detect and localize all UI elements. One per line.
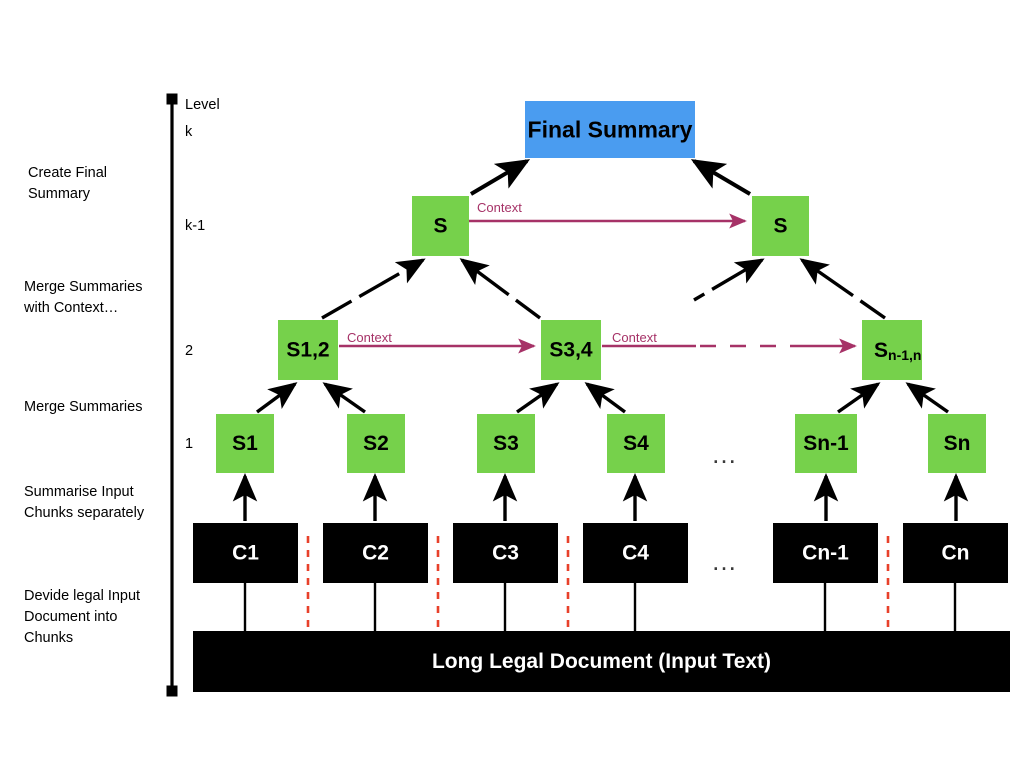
document-bar-label: Long Legal Document (Input Text) [432,650,771,673]
node-label-s4: S4 [623,432,649,455]
chunk-node-cn-1[interactable]: Cn-1 [773,523,878,583]
node-box-sn[interactable] [928,414,986,473]
node-box-c3[interactable] [453,523,558,583]
level-1-node-sn[interactable]: Sn [928,414,986,473]
node-box-s-right[interactable] [752,196,809,256]
node-box-s2[interactable] [347,414,405,473]
level-1-node-s2[interactable]: S2 [347,414,405,473]
node-box-s34[interactable] [541,320,601,380]
node-label-s1: S1 [232,432,258,455]
level-axis-cap-bottom [166,685,178,697]
level-axis: Level k k-1 2 1 [166,93,220,697]
node-label-s-right: S [773,215,787,238]
ellipsis-chunks: … [711,546,739,576]
level2-to-levelk1-arrows [321,258,886,320]
context-label-s34-snn: Context [612,330,657,345]
node-label-cn: Cn [942,542,970,565]
node-box-s3[interactable] [477,414,535,473]
level-2-node-s12[interactable]: S1,2 [278,320,338,380]
axis-tick-2: 2 [185,343,193,359]
node-box-s1[interactable] [216,414,274,473]
axis-tick-1: 1 [185,436,193,452]
node-label-s3: S3 [493,432,519,455]
ellipsis-level-1: … [711,439,739,469]
chunk-node-c4[interactable]: C4 [583,523,688,583]
final-summary-box[interactable] [525,101,695,158]
arrow-s2-s12 [322,382,366,414]
level-k1-node-right[interactable]: S [752,196,809,256]
node-label-c2: C2 [362,542,389,565]
node-label-c1: C1 [232,542,259,565]
level-1-node-sn-1[interactable]: Sn-1 [795,414,857,473]
arrow-sleft-final [469,159,531,196]
node-label-s-left: S [433,215,447,238]
node-label-sn: Sn [944,432,971,455]
arrow-s1-s12 [255,382,298,414]
levelk1-to-final-arrows [469,159,752,196]
node-label-c3: C3 [492,542,519,565]
stage-label-merge-with-context: Merge Summaries with Context… [24,279,143,316]
context-arrows: Context Context Context [339,200,857,354]
axis-tick-k-minus-1: k-1 [185,218,205,234]
axis-tick-k: k [185,124,193,140]
arrow-s4-s34 [584,382,627,414]
chunk-node-c1[interactable]: C1 [193,523,298,583]
node-label-s12: S1,2 [286,339,329,362]
level-k1-node-left[interactable]: S [412,196,469,256]
arrow-sright-final [690,159,752,196]
axis-title: Level [185,97,220,113]
node-label-snn: Sn-1,n [874,339,921,363]
level-2-node-snn[interactable]: Sn-1,n [862,320,922,380]
node-box-c4[interactable] [583,523,688,583]
node-label-sn-1: Sn-1 [803,432,849,455]
stage-label-summarise-chunks: Summarise Input Chunks separately [24,484,145,521]
arrow-sn-snn [905,382,949,414]
node-label-s34: S3,4 [549,339,593,362]
level-axis-cap-top [166,93,178,105]
node-label-snn-subscript: n-1,n [888,347,921,363]
node-label-snn-base: S [874,339,888,362]
arrow-s34-sleft [459,258,542,320]
chunk-node-c3[interactable]: C3 [453,523,558,583]
node-box-snn[interactable] [862,320,922,380]
stage-label-divide-document: Devide legal Input Document into Chunks [24,588,141,646]
level-1-node-s3[interactable]: S3 [477,414,535,473]
document-bar-box[interactable] [193,631,1010,692]
arrow-s12-sleft [321,258,426,320]
context-label-k1: Context [477,200,522,215]
context-label-s12-s34: Context [347,330,392,345]
arrow-s3-s34 [516,382,560,414]
node-box-s12[interactable] [278,320,338,380]
document-to-chunk-connectors [243,583,957,631]
node-box-c1[interactable] [193,523,298,583]
node-box-c2[interactable] [323,523,428,583]
node-box-cn-1[interactable] [773,523,878,583]
chunk-node-cn[interactable]: Cn [903,523,1008,583]
level-1-node-s4[interactable]: S4 [607,414,665,473]
node-box-sn-1[interactable] [795,414,857,473]
node-label-cn-1: Cn-1 [802,542,849,565]
level1-to-level2-arrows [255,382,949,414]
stage-label-create-final-summary: Create Final Summary [28,165,107,202]
chunk-to-summary-arrows [232,472,969,521]
chunk-node-c2[interactable]: C2 [323,523,428,583]
node-label-c4: C4 [622,542,649,565]
stage-label-merge-summaries: Merge Summaries [24,399,143,415]
arrow-mid-sright [693,258,765,302]
chunk-dividers [306,536,890,633]
arrow-snn-sright [799,258,886,320]
node-box-cn[interactable] [903,523,1008,583]
final-summary-label: Final Summary [528,117,693,143]
arrow-sn-1-snn [837,382,881,414]
level-1-node-s1[interactable]: S1 [216,414,274,473]
node-box-s4[interactable] [607,414,665,473]
node-box-s-left[interactable] [412,196,469,256]
node-label-s2: S2 [363,432,389,455]
level-2-node-s34[interactable]: S3,4 [541,320,601,380]
document-bar-node[interactable]: Long Legal Document (Input Text) [193,631,1010,692]
final-summary-node[interactable]: Final Summary [525,101,695,158]
